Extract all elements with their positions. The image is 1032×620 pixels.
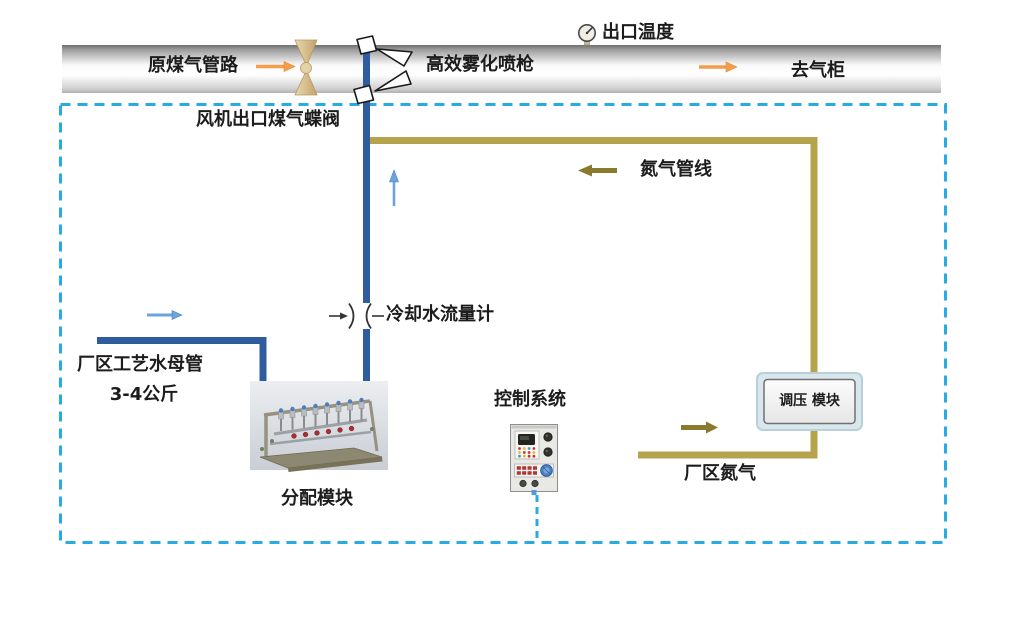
pressure-regulation-module-label: 调压 模块 <box>779 393 840 409</box>
spray-gun-bottom-icon <box>353 70 412 105</box>
flow-arrow-water-up <box>389 169 399 206</box>
temperature-gauge-icon <box>577 23 596 46</box>
flow-meter-icon <box>329 302 384 330</box>
flow-arrow-nitrogen-left <box>578 164 617 177</box>
atomizing-spray-gun-label: 高效雾化喷枪 <box>426 54 534 75</box>
control-cabinet-image <box>510 424 558 495</box>
system-boundary-dashed-box <box>59 103 947 544</box>
distribution-module-image <box>250 381 388 472</box>
water-supply-pipe <box>97 337 267 381</box>
control-system-label: 控制系统 <box>494 389 566 410</box>
fan-outlet-butterfly-valve-label: 风机出口煤气蝶阀 <box>196 109 340 130</box>
water-pressure-label: 3-4公斤 <box>109 384 179 405</box>
pressure-regulation-module-box <box>756 372 863 431</box>
outlet-temperature-label: 出口温度 <box>602 22 674 43</box>
to-gas-cabinet-label: 去气柜 <box>791 60 845 81</box>
flow-arrow-gas-left <box>256 61 296 72</box>
nitrogen-pipe-bottom <box>638 430 818 459</box>
spray-gun-top-icon <box>356 35 413 67</box>
flow-arrow-gas-right <box>699 61 738 73</box>
plant-process-water-main-label: 厂区工艺水母管 <box>77 354 203 375</box>
gas-pipe <box>62 45 941 93</box>
flow-arrow-water-right <box>147 310 183 320</box>
butterfly-valve-icon <box>294 39 318 96</box>
raw-gas-pipeline-label: 原煤气管路 <box>148 55 238 76</box>
nitrogen-pipeline-label: 氮气管线 <box>640 159 712 180</box>
flow-arrow-nitrogen-right <box>681 421 718 434</box>
distribution-module-label: 分配模块 <box>281 488 353 509</box>
cooling-water-flowmeter-label: 冷却水流量计 <box>386 304 494 325</box>
nitrogen-pipe-top <box>370 137 818 373</box>
plant-nitrogen-label: 厂区氮气 <box>684 463 756 484</box>
